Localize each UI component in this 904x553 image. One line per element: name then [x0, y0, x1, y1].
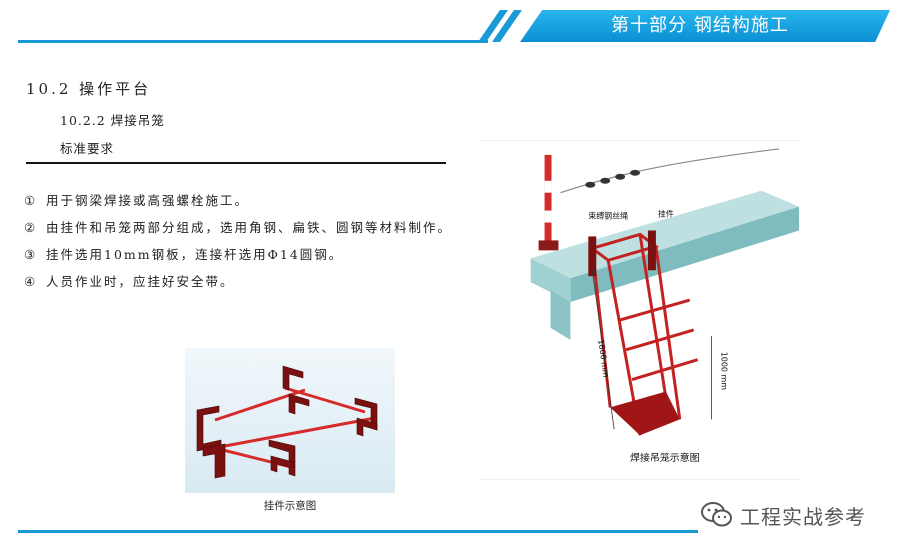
footer-rule — [18, 530, 698, 533]
section-subtitle: 10.2.2 焊接吊笼 — [60, 113, 165, 128]
list-text: 用于钢梁焊接或高强螺栓施工。 — [46, 193, 250, 208]
header-rule — [18, 40, 488, 43]
banner-stripes-decoration — [478, 10, 522, 42]
watermark-text: 工程实战参考 — [740, 504, 866, 529]
list-number: ② — [24, 220, 38, 235]
section-title: 10.2 操作平台 — [26, 80, 152, 98]
list-text: 由挂件和吊笼两部分组成，选用角钢、扁铁、圆钢等材料制作。 — [46, 220, 453, 235]
watermark: 工程实战参考 — [700, 498, 866, 532]
cage-hanger-right — [647, 230, 656, 271]
list-item: ① 用于钢梁焊接或高强螺栓施工。 — [24, 190, 452, 212]
list-number: ① — [24, 193, 38, 208]
dimension-side: 1000 mm — [720, 352, 729, 390]
steel-beam — [530, 190, 800, 340]
wire-rope — [560, 148, 780, 194]
list-number: ③ — [24, 247, 38, 262]
rope-clips — [585, 169, 640, 188]
hanger-diagram — [185, 348, 395, 493]
label-hanger: 挂件 — [658, 209, 674, 219]
list-item: ④ 人员作业时，应挂好安全带。 — [24, 271, 452, 293]
page-title: 第十部分 钢结构施工 — [611, 15, 789, 36]
section-divider — [26, 162, 446, 164]
hanger-plates — [196, 365, 378, 479]
dimension-lines — [591, 270, 712, 430]
cage-diagram-caption: 焊接吊笼示意图 — [630, 451, 700, 464]
label-wire-rope: 束缚钢丝绳 — [588, 211, 628, 221]
safety-post — [544, 154, 552, 245]
standard-label: 标准要求 — [60, 141, 115, 156]
requirements-list: ① 用于钢梁焊接或高强螺栓施工。 ② 由挂件和吊笼两部分组成，选用角钢、扁铁、圆… — [24, 190, 452, 298]
list-text: 人员作业时，应挂好安全带。 — [46, 274, 235, 289]
list-number: ④ — [24, 274, 38, 289]
header-banner — [520, 10, 890, 42]
list-item: ③ 挂件选用10mm钢板，连接杆选用Φ14圆钢。 — [24, 244, 452, 266]
wechat-icon — [701, 502, 732, 527]
welding-cage-diagram: 束缚钢丝绳 挂件 1800 mm 1000 mm 焊接吊笼示意图 — [480, 140, 800, 480]
list-text: 挂件选用10mm钢板，连接杆选用Φ14圆钢。 — [46, 247, 344, 262]
list-item: ② 由挂件和吊笼两部分组成，选用角钢、扁铁、圆钢等材料制作。 — [24, 217, 452, 239]
hanger-diagram-caption: 挂件示意图 — [263, 500, 317, 512]
dimension-height: 1800 mm — [596, 339, 610, 378]
cage-floor — [610, 391, 680, 436]
cage-hanger-left — [588, 236, 597, 277]
